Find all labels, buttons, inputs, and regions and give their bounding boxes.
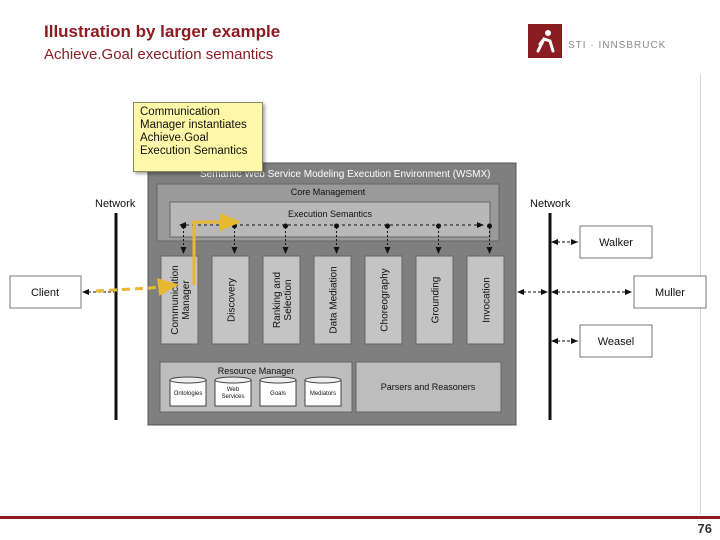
component-box bbox=[364, 255, 403, 345]
callout-line: Achieve.Goal bbox=[140, 132, 209, 144]
repository-top bbox=[259, 376, 297, 384]
connector-dot bbox=[232, 223, 237, 229]
footer-line bbox=[0, 516, 720, 519]
component-box bbox=[466, 255, 505, 345]
component-label: Data Mediation bbox=[329, 266, 340, 333]
connector-dot bbox=[436, 223, 441, 229]
resource-manager-label: Resource Manager bbox=[218, 366, 295, 376]
callout-note: Communication Manager instantiates Achie… bbox=[133, 102, 263, 172]
callout-line: Execution Semantics bbox=[140, 145, 248, 157]
callout-line: Manager instantiates bbox=[140, 119, 247, 131]
callout-line: Communication bbox=[140, 106, 220, 118]
service-muller-box bbox=[633, 275, 707, 309]
slide-subtitle: Achieve.Goal execution semantics bbox=[44, 46, 274, 63]
component-box bbox=[415, 255, 454, 345]
component-label: Ranking andSelection bbox=[272, 272, 294, 328]
component-label: Invocation bbox=[482, 277, 493, 323]
client-box bbox=[9, 275, 82, 309]
repository-top bbox=[169, 376, 207, 384]
component-box bbox=[211, 255, 250, 345]
repository-cylinder bbox=[214, 379, 252, 407]
service-walker-label: Walker bbox=[599, 237, 633, 249]
service-walker-box bbox=[579, 225, 653, 259]
network-label-left: Network bbox=[95, 198, 136, 210]
component-label: CommunicationManager bbox=[170, 265, 192, 334]
component-label: Choreography bbox=[380, 268, 391, 331]
repository-cylinder bbox=[259, 379, 297, 407]
sti-logo bbox=[528, 24, 668, 60]
connector-dot bbox=[181, 223, 186, 229]
highlight-flow-up bbox=[192, 213, 241, 285]
client-label: Client bbox=[31, 287, 59, 299]
component-box bbox=[262, 255, 301, 345]
parsers-reasoners-box bbox=[355, 361, 502, 413]
page-number: 76 bbox=[697, 521, 712, 536]
connector-dot bbox=[283, 223, 288, 229]
repository-label: Goals bbox=[270, 391, 286, 397]
component-box bbox=[160, 255, 199, 345]
network-label-right: Network bbox=[530, 198, 571, 210]
repository-label: Ontologies bbox=[174, 391, 203, 397]
connector-dot bbox=[487, 223, 492, 229]
core-management-label: Core Management bbox=[291, 187, 366, 197]
service-weasel-label: Weasel bbox=[598, 336, 634, 348]
components: CommunicationManager Discovery Ranking and… bbox=[160, 255, 505, 345]
logo-mark bbox=[528, 24, 562, 58]
highlight-flow-path bbox=[95, 278, 179, 297]
repository-label: Mediators bbox=[310, 391, 336, 397]
service-muller-label: Muller bbox=[655, 287, 685, 299]
logo-text: STI · INNSBRUCK bbox=[568, 40, 667, 51]
wsmx-environment-title: Semantic Web Service Modeling Execution … bbox=[200, 169, 490, 180]
connector-dot bbox=[385, 223, 390, 229]
component-label: Discovery bbox=[227, 278, 238, 322]
execution-semantics-label: Execution Semantics bbox=[288, 209, 373, 219]
repository-cylinder bbox=[169, 379, 207, 407]
execution-semantics-box bbox=[169, 201, 491, 238]
repository-top bbox=[214, 376, 252, 384]
repository-top bbox=[304, 376, 342, 384]
slide-title: Illustration by larger example bbox=[44, 22, 281, 41]
component-label: Grounding bbox=[431, 277, 442, 324]
connector-dot bbox=[334, 223, 339, 229]
component-box bbox=[313, 255, 352, 345]
service-weasel-box bbox=[579, 324, 653, 358]
parsers-reasoners-label: Parsers and Reasoners bbox=[381, 382, 476, 392]
